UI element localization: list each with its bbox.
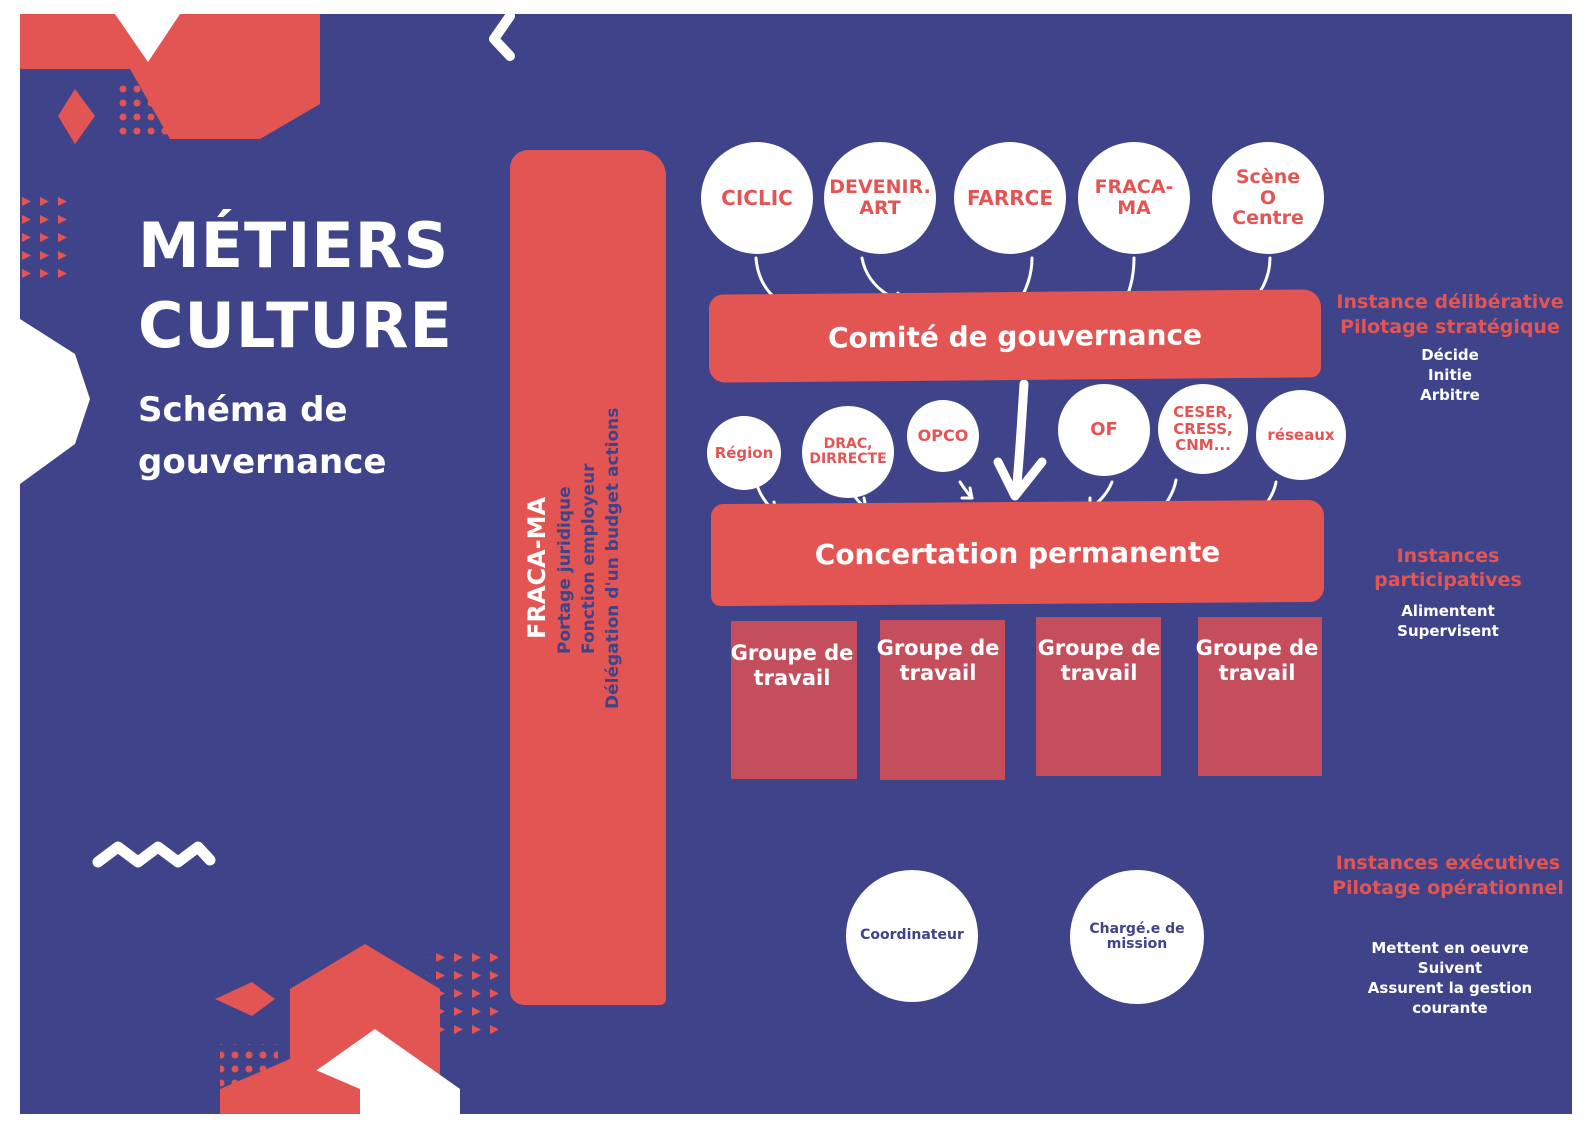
deliberative-item: Initie <box>1428 366 1472 384</box>
member-circle-devenir-art: DEVENIR. ART <box>824 142 936 254</box>
participative-heading-2: participatives <box>1374 569 1522 591</box>
member-label: CICLIC <box>721 186 793 210</box>
executive-heading-1: Instances exécutives <box>1335 852 1561 874</box>
zigzag-shape <box>92 841 216 868</box>
member-label: FARRCE <box>967 186 1053 210</box>
participative-item: Supervisent <box>1397 622 1499 640</box>
member-circle-fraca-ma: FRACA- MA <box>1078 142 1190 254</box>
executive-item: Suivent <box>1417 959 1483 977</box>
executive-item: Assurent la gestion <box>1367 979 1533 997</box>
hexagon-shape <box>20 319 90 484</box>
working-group-label: Groupe de travail <box>1037 636 1161 685</box>
chevron-shape <box>489 14 515 61</box>
staff-circle-charge-mission: Chargé.e de mission <box>1070 870 1204 1004</box>
dots-pattern <box>220 1044 278 1102</box>
partner-label: réseaux <box>1267 425 1335 444</box>
partner-circle-reseaux: réseaux <box>1256 390 1346 480</box>
subtitle-line1: Schéma de <box>138 390 348 430</box>
arrow-connector <box>960 486 974 500</box>
working-group-box <box>1198 617 1322 776</box>
working-group-label: Groupe de travail <box>876 636 1000 685</box>
arrow-connector <box>1011 379 1029 499</box>
staff-circle-coordinateur: Coordinateur <box>846 870 978 1002</box>
participative-heading-1: Instances <box>1396 545 1500 567</box>
participative-item: Alimentent <box>1401 602 1495 620</box>
partner-label: OPCO <box>917 426 969 446</box>
committee-label: Comité de gouvernance <box>827 317 1203 355</box>
partner-label: CESER, CRESS, CNM... <box>1173 403 1233 455</box>
working-group-label: Groupe de travail <box>730 641 854 690</box>
committee-band: Comité de gouvernance <box>709 289 1321 383</box>
deliberative-item: Arbitre <box>1420 386 1480 404</box>
fraca-ma-band-line2: Fonction employeur <box>579 463 599 654</box>
concertation-label: Concertation permanente <box>814 535 1221 571</box>
partner-circle-of: OF <box>1058 384 1150 476</box>
member-circle-farrce: FARRCE <box>954 142 1066 254</box>
decorative-shapes <box>20 14 1278 1114</box>
deliberative-heading-1: Instance délibérative <box>1336 291 1564 313</box>
fraca-ma-band-title: FRACA-MA <box>523 496 551 639</box>
partner-label: OF <box>1090 419 1118 441</box>
deliberative-item: Décide <box>1421 346 1479 364</box>
triangles-pattern <box>20 192 74 282</box>
diamond-shape <box>58 89 95 144</box>
partner-circle-region: Région <box>707 416 781 490</box>
member-label: Scène O Centre <box>1232 165 1304 230</box>
partner-circle-opco: OPCO <box>907 400 979 472</box>
fraca-ma-band-line3: Délégation d'un budget actions <box>603 407 623 709</box>
working-group-box <box>880 620 1005 780</box>
working-group-box <box>731 621 857 779</box>
subtitle-line2: gouvernance <box>138 442 387 482</box>
partner-label: Région <box>714 443 774 462</box>
partner-circle-drac: DRAC, DIRRECTE <box>802 406 894 498</box>
fraca-ma-band <box>510 150 666 1005</box>
member-circle-scene-o-centre: Scène O Centre <box>1212 142 1324 254</box>
title-line2: CULTURE <box>138 289 453 362</box>
member-circle-ciclic: CICLIC <box>701 142 813 254</box>
staff-label: Chargé.e de mission <box>1089 920 1185 952</box>
title-line1: MÉTIERS <box>138 209 450 282</box>
executive-item: courante <box>1412 999 1488 1017</box>
arrow-connector <box>993 457 1047 501</box>
diagram-canvas: MÉTIERS CULTURE Schéma de gouvernance FR… <box>20 14 1572 1114</box>
member-label: FRACA- MA <box>1094 176 1174 219</box>
dots-pattern <box>116 80 182 138</box>
deliberative-heading-2: Pilotage stratégique <box>1340 316 1560 338</box>
staff-label: Coordinateur <box>860 927 964 944</box>
executive-item: Mettent en oeuvre <box>1371 939 1529 957</box>
executive-heading-2: Pilotage opérationnel <box>1332 877 1564 899</box>
partner-label: DRAC, DIRRECTE <box>809 435 887 467</box>
working-group-label: Groupe de travail <box>1195 636 1319 685</box>
member-label: DEVENIR. ART <box>829 176 931 219</box>
working-group-box <box>1036 617 1161 776</box>
concertation-band: Concertation permanente <box>711 499 1324 607</box>
triangle-shape <box>115 14 180 62</box>
diamond-shape <box>215 982 275 1016</box>
partner-circle-ceser: CESER, CRESS, CNM... <box>1158 384 1248 474</box>
fraca-ma-band-line1: Portage juridique <box>555 486 575 654</box>
